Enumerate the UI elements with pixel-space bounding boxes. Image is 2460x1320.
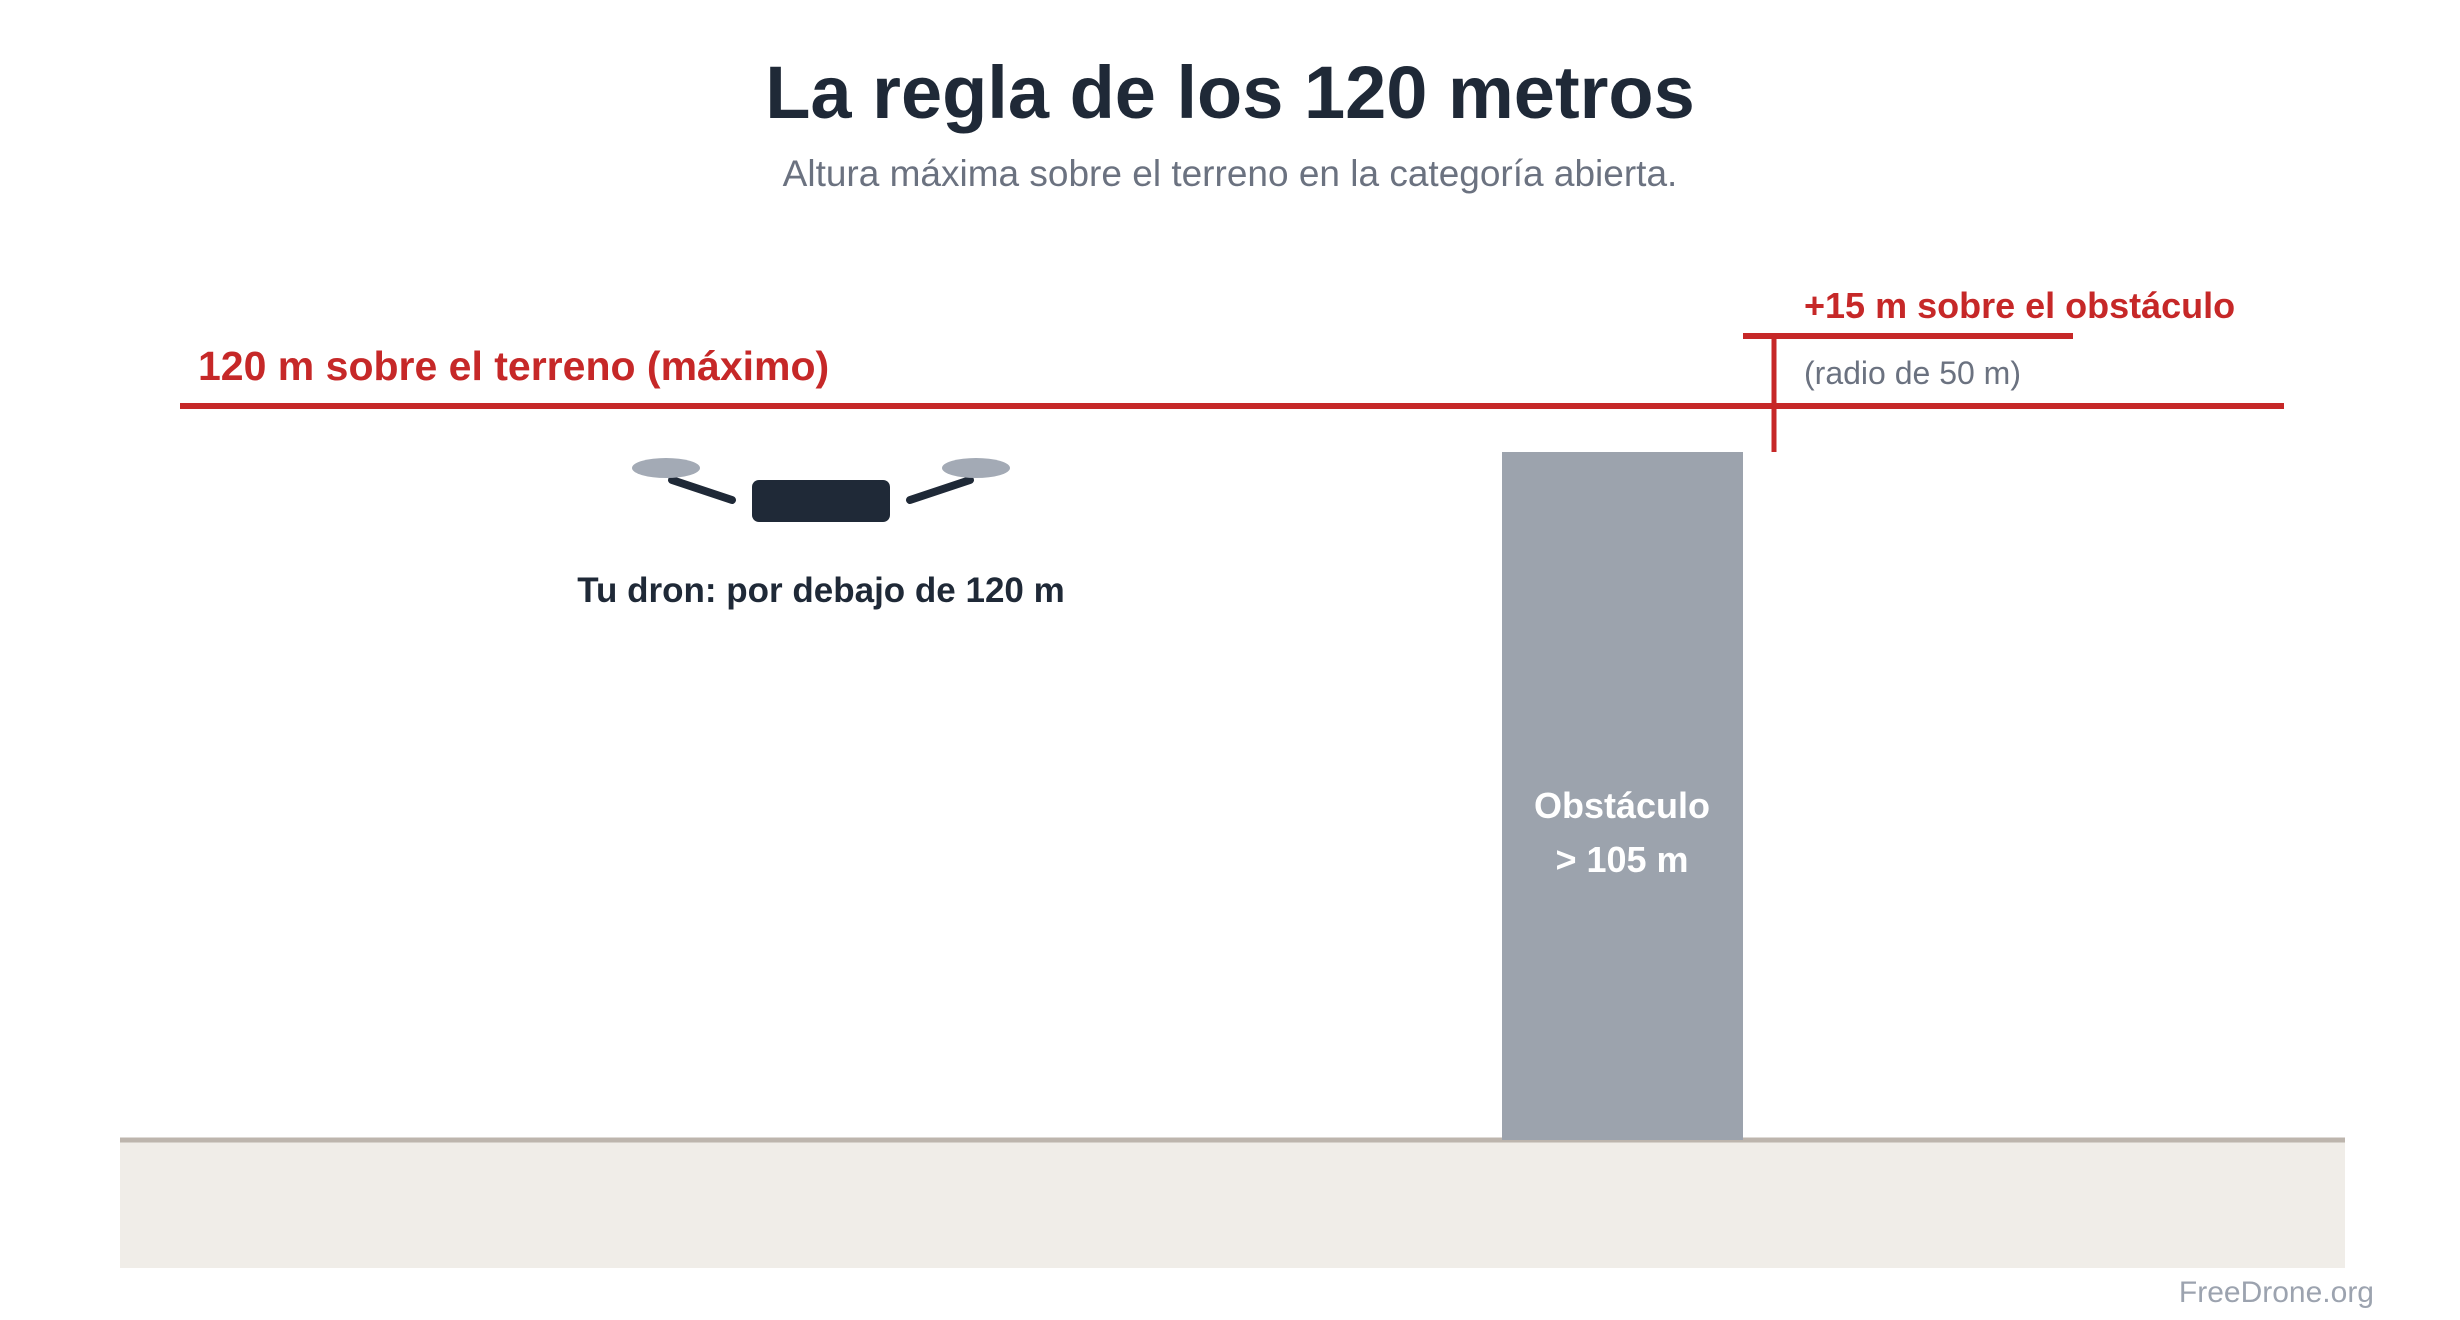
drone-label: Tu dron: por debajo de 120 m: [577, 571, 1064, 610]
drone-arm-left: [668, 476, 736, 504]
drone-icon: [632, 458, 1010, 522]
limit-line-label: 120 m sobre el terreno (máximo): [198, 343, 829, 389]
obstacle-limit-label: +15 m sobre el obstáculo: [1804, 285, 2235, 326]
drone-arm-right: [906, 476, 974, 504]
drone-rotor-left: [632, 458, 700, 478]
page-title: La regla de los 120 metros: [765, 51, 1695, 134]
obstacle-height-label: > 105 m: [1555, 839, 1688, 880]
credit-text: FreeDrone.org: [2179, 1276, 2374, 1309]
obstacle-limit-note: (radio de 50 m): [1804, 355, 2021, 391]
drone-rotor-right: [942, 458, 1010, 478]
drone-body: [752, 480, 890, 522]
page-subtitle: Altura máxima sobre el terreno en la cat…: [783, 153, 1678, 194]
ground: [120, 1140, 2345, 1268]
obstacle-label: Obstáculo: [1534, 785, 1710, 826]
obstacle-building: [1502, 452, 1743, 1140]
